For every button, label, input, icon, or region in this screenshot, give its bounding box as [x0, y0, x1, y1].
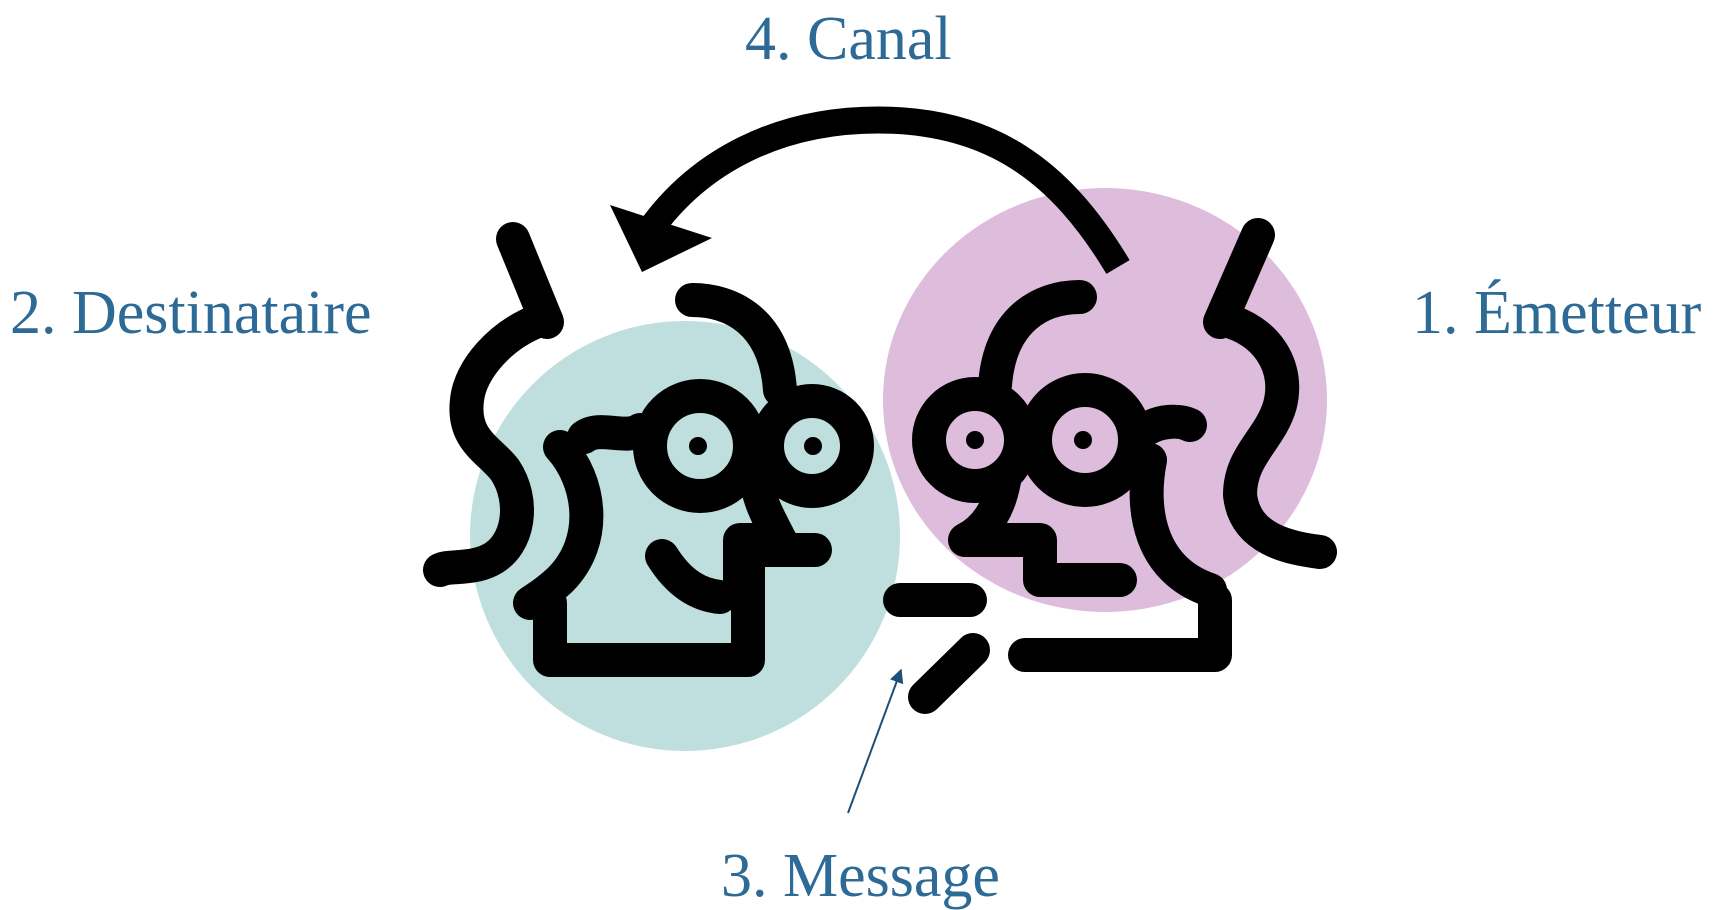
receiver-face-icon: [423, 222, 874, 677]
emitter-label: 1. Émetteur: [1412, 279, 1702, 347]
emitter-eyes: [966, 431, 1092, 449]
message-pointer-arrow: [847, 668, 904, 814]
channel-label: 4. Canal: [745, 5, 952, 73]
receiver-label: 2. Destinataire: [10, 279, 372, 347]
receiver-eyes: [689, 437, 822, 455]
emitter-face-icon: [912, 218, 1337, 672]
speech-dashes-icon: [883, 583, 990, 714]
message-label: 3. Message: [721, 842, 1000, 910]
curved-arrow-icon: [610, 106, 1130, 274]
